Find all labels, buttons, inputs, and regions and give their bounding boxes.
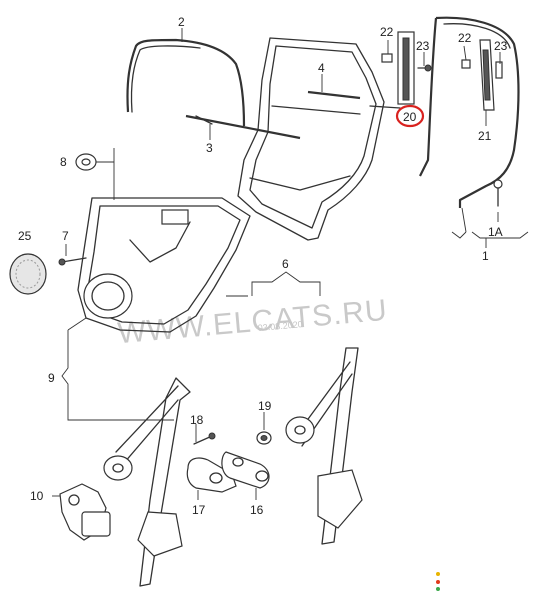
callout-22-right[interactable]: 22 (458, 31, 472, 45)
highlight-ring (395, 104, 425, 128)
callout-2[interactable]: 2 (178, 15, 185, 29)
door-shell[interactable] (237, 37, 385, 241)
callout-4[interactable]: 4 (318, 61, 325, 75)
part-16-cable-drum[interactable] (221, 451, 270, 489)
callout-9[interactable]: 9 (48, 371, 55, 385)
part-21-channel[interactable] (479, 39, 495, 111)
callout-1[interactable]: 1 (482, 249, 489, 263)
callout-10[interactable]: 10 (30, 489, 44, 503)
callout-labels: 2 4 3 22 23 20 22 23 21 8 25 7 1A 1 6 9 … (18, 15, 508, 517)
part-4-trim-strip[interactable] (307, 90, 361, 100)
callout-25[interactable]: 25 (18, 229, 32, 243)
part-19-bushing[interactable] (256, 431, 272, 445)
part-23b-screw[interactable] (495, 61, 503, 79)
part-7-screw[interactable] (58, 257, 87, 266)
callout-22-left[interactable]: 22 (380, 25, 394, 39)
part-25-speaker-cover[interactable] (9, 253, 47, 295)
watermark-text: WWW.ELCATS.RU (116, 294, 389, 350)
part-1-outer-frame[interactable] (419, 16, 520, 208)
part-18-screw[interactable] (193, 432, 216, 445)
part-9-window-regulator[interactable] (103, 377, 191, 587)
callout-21[interactable]: 21 (478, 129, 492, 143)
callout-6[interactable]: 6 (282, 257, 289, 271)
part-10-window-motor[interactable] (59, 483, 111, 541)
door-module-panel[interactable] (77, 197, 251, 333)
status-dot-green (436, 587, 440, 591)
part-22-clip[interactable] (381, 53, 393, 63)
part-3-rail[interactable] (185, 114, 301, 140)
part-1A-bolt[interactable] (493, 179, 503, 207)
part-22b-clip[interactable] (461, 59, 471, 69)
part-2-window-seal[interactable] (126, 38, 246, 127)
part-8-grommet[interactable] (75, 153, 114, 171)
part-20-guide-rail[interactable] (369, 31, 415, 109)
part-23-screw[interactable] (417, 64, 432, 72)
callout-20[interactable]: 20 (403, 110, 417, 124)
leader-lines (52, 28, 529, 500)
callout-23-right[interactable]: 23 (494, 39, 508, 53)
part-17-bracket[interactable] (186, 457, 237, 493)
watermark-date: 03.08.2020 (257, 319, 303, 333)
callout-16[interactable]: 16 (250, 503, 264, 517)
callout-7[interactable]: 7 (62, 229, 69, 243)
callout-17[interactable]: 17 (192, 503, 206, 517)
callout-18[interactable]: 18 (190, 413, 204, 427)
part-6-window-regulator[interactable] (285, 347, 363, 545)
callout-23-left[interactable]: 23 (416, 39, 430, 53)
callout-3[interactable]: 3 (206, 141, 213, 155)
callout-8[interactable]: 8 (60, 155, 67, 169)
callout-19[interactable]: 19 (258, 399, 272, 413)
status-dot-red (436, 580, 440, 584)
status-dot-yellow (436, 572, 440, 576)
callout-1A[interactable]: 1A (488, 225, 503, 239)
